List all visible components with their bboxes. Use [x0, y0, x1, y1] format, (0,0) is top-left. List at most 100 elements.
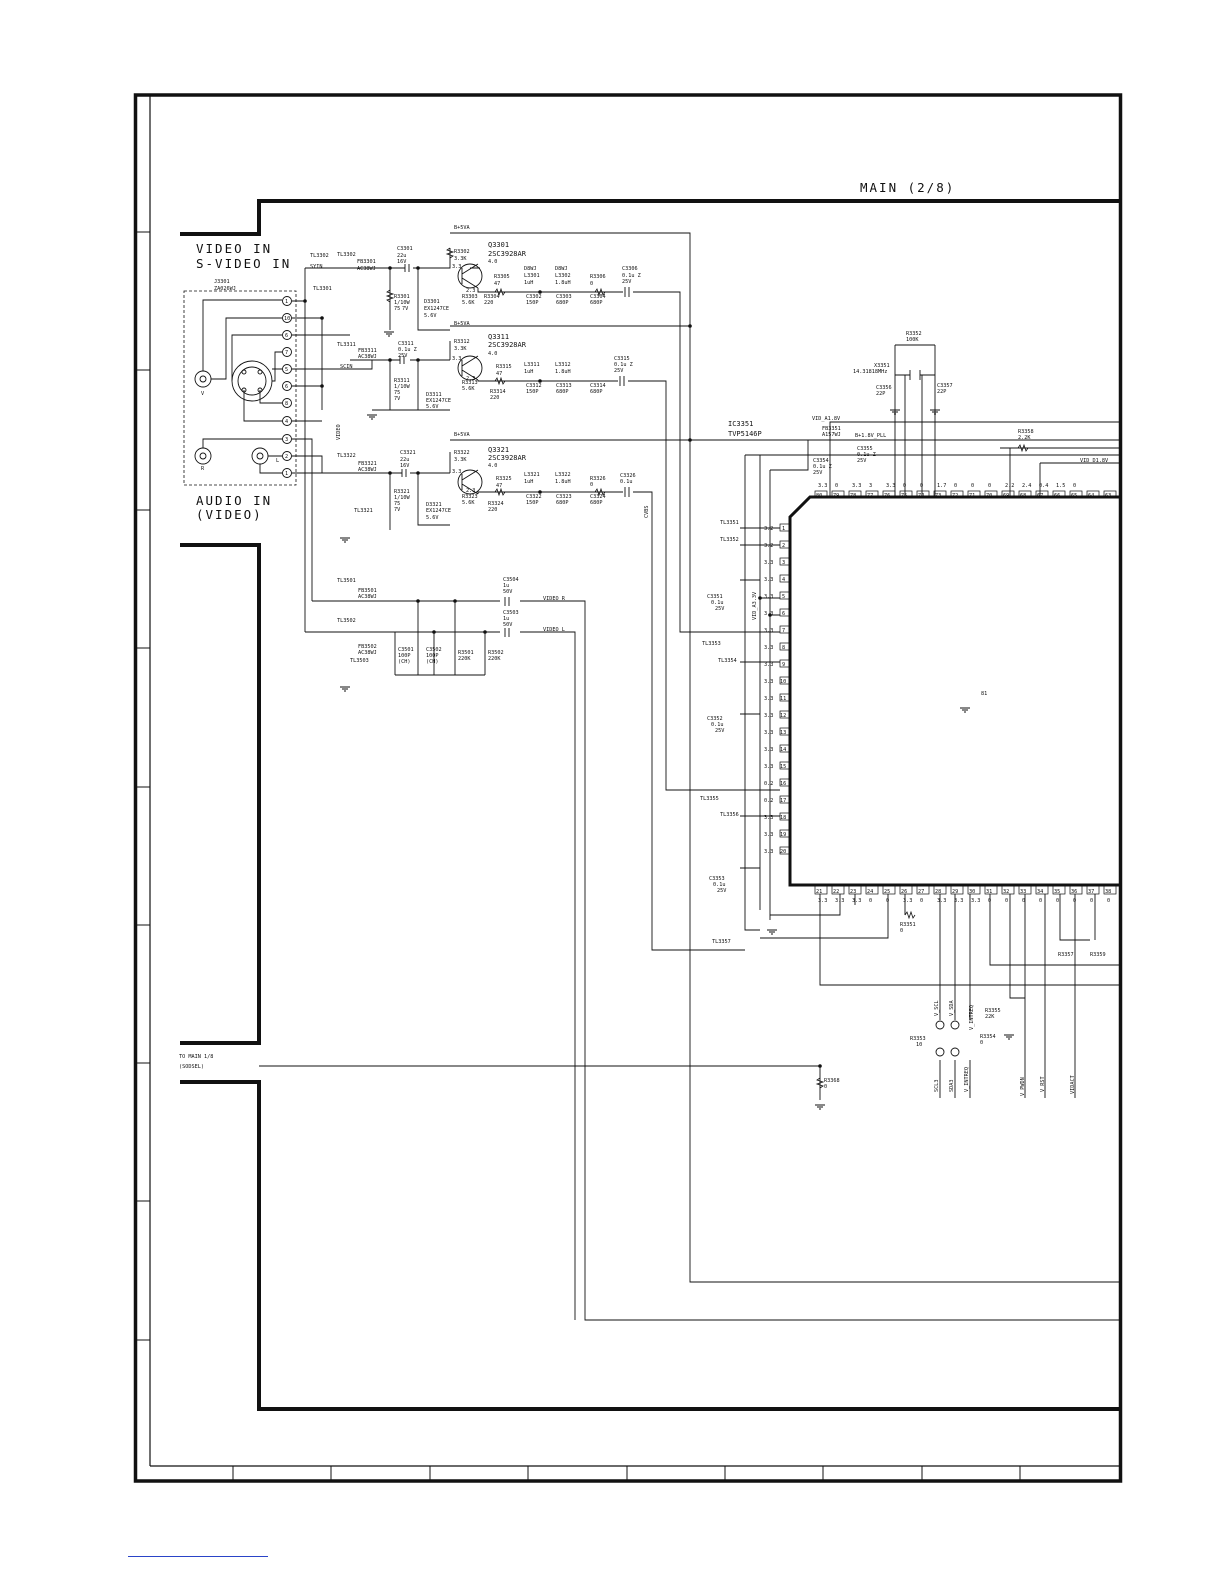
svg-text:150P: 150P [526, 389, 539, 395]
ic-volt-left: 3.3 [764, 628, 773, 634]
svg-text:0.1u Z: 0.1u Z [622, 273, 641, 279]
ic-pin-bottom: 26 [901, 889, 907, 895]
svg-text:C3503: C3503 [503, 610, 519, 616]
svg-text:4.0: 4.0 [488, 351, 497, 357]
svg-text:L3322: L3322 [555, 472, 571, 478]
svg-text:0.1u Z: 0.1u Z [398, 347, 417, 353]
svg-text:1/10W: 1/10W [394, 495, 410, 501]
svg-text:D3301: D3301 [424, 299, 440, 305]
svg-text:1/10W: 1/10W [394, 300, 410, 306]
ic-volt-bottom: 3.3 [835, 898, 844, 904]
ic-pin-top: 71 [969, 493, 975, 499]
main-board-outline [180, 199, 1120, 1411]
ic-pin-bottom: 21 [816, 889, 822, 895]
ic-pin-top: 68 [1020, 493, 1026, 499]
s-video-in-label: S-VIDEO IN [196, 256, 291, 271]
ic-pin-top: 74 [918, 493, 924, 499]
ic-left-pin-boxes [779, 523, 791, 855]
svg-text:0.1u: 0.1u [711, 722, 724, 728]
svg-text:14.31818MHz: 14.31818MHz [853, 369, 887, 375]
ic-volt-top: 0 [1073, 483, 1076, 489]
q3321-symbol [457, 469, 483, 495]
svg-text:1: 1 [285, 471, 288, 477]
svg-text:C3321: C3321 [400, 450, 416, 456]
ic-volt-top: 0 [988, 483, 991, 489]
svg-text:220: 220 [484, 300, 493, 306]
svg-text:R3502: R3502 [488, 650, 504, 656]
ic-pin-left: 8 [782, 645, 785, 651]
audio-part-labels: FB3501 AC38WJ FB3502 AC38WJ C3504 1u 50V… [358, 577, 519, 665]
svg-text:3.3K: 3.3K [454, 457, 467, 463]
svg-text:VID_D1.8V: VID_D1.8V [1080, 458, 1108, 464]
svg-text:R3368: R3368 [824, 1078, 840, 1084]
ic-volt-top: 0.4 [1039, 483, 1048, 489]
ic-volt-top: 3.3 [818, 483, 827, 489]
ic-volt-bottom: 0 [1039, 898, 1042, 904]
svg-text:680P: 680P [590, 389, 603, 395]
svg-text:SCIN: SCIN [340, 364, 353, 370]
svg-text:R3326: R3326 [590, 476, 606, 482]
svg-text:25V: 25V [614, 368, 623, 374]
page-title: MAIN (2/8) [860, 180, 955, 195]
jack-box [183, 290, 297, 486]
svg-text:7: 7 [285, 350, 288, 356]
svg-text:(CH): (CH) [398, 659, 411, 665]
svg-text:VIDEO: VIDEO [336, 424, 342, 440]
svg-text:C3304: C3304 [590, 294, 606, 300]
ic-volt-top: 0 [971, 483, 974, 489]
svg-text:C3314: C3314 [590, 383, 606, 389]
svg-text:25V: 25V [398, 353, 407, 359]
ic-volt-bottom: 0 [1107, 898, 1110, 904]
svg-text:TL3302: TL3302 [310, 253, 329, 259]
svg-text:R3351: R3351 [900, 922, 916, 928]
ic-pin-bottom: 32 [1003, 889, 1009, 895]
bottom-grid-ticks [232, 1466, 1021, 1481]
svg-text:8: 8 [285, 401, 288, 407]
ic-volt-left: 3.3 [764, 594, 773, 600]
svg-text:R3302: R3302 [454, 249, 470, 255]
svg-text:R3321: R3321 [394, 489, 410, 495]
svg-text:16V: 16V [397, 259, 406, 265]
ic-pin-top: 76 [884, 493, 890, 499]
svg-text:0.1u Z: 0.1u Z [857, 452, 876, 458]
svg-text:C3355: C3355 [857, 446, 873, 452]
svg-text:C3502: C3502 [426, 647, 442, 653]
svg-text:V_INTREQ: V_INTREQ [969, 1005, 975, 1030]
svg-text:L3311: L3311 [524, 362, 540, 368]
ic-pin-top: 79 [833, 493, 839, 499]
svg-text:3.3K: 3.3K [454, 346, 467, 352]
svg-text:0.1u: 0.1u [711, 600, 724, 606]
svg-text:V_PWDN: V_PWDN [1020, 1077, 1026, 1096]
ic-part: TVP5146P [728, 430, 762, 438]
ic-pin-bottom: 33 [1020, 889, 1026, 895]
svg-text:C3301: C3301 [397, 246, 413, 252]
ic-volt-left: 3.3 [764, 645, 773, 651]
ic-volt-top: 3.3 [886, 483, 895, 489]
svg-text:C3326: C3326 [620, 473, 636, 479]
ic-volt-left: 0.2 [764, 798, 773, 804]
svg-text:7V: 7V [394, 507, 400, 513]
test-point-labels: TL3302 TL3301 TL3311 TL3322 TL3321 TL350… [313, 252, 739, 945]
footer-link-underline[interactable] [128, 1556, 268, 1557]
ic-pin-bottom: 23 [850, 889, 856, 895]
svg-text:2.3: 2.3 [466, 488, 475, 494]
svg-text:47: 47 [494, 281, 500, 287]
svg-text:220K: 220K [458, 656, 471, 662]
svg-text:C3303: C3303 [556, 294, 572, 300]
svg-text:FB3311: FB3311 [358, 348, 377, 354]
ic-center-pin: 81 [981, 691, 987, 697]
svg-text:VIDEO_L: VIDEO_L [543, 627, 565, 633]
svg-text:C3322: C3322 [526, 494, 542, 500]
svg-text:FB3321: FB3321 [358, 461, 377, 467]
svg-text:1u: 1u [503, 583, 509, 589]
net-labels: SYIN SCIN VIDEO CVBS VIDEO_R VIDEO_L B+5… [310, 225, 1108, 1096]
row2-labels: FB3311 AC38WJ C3311 0.1u Z 25V R3312 3.3… [358, 339, 633, 410]
audio-l-jack [251, 447, 269, 465]
ic-volt-left: 3.3 [764, 832, 773, 838]
ic-volt-bottom: 0 [1022, 898, 1025, 904]
svg-text:C3353: C3353 [709, 876, 725, 882]
svg-text:R3354: R3354 [980, 1034, 996, 1040]
video-in-label: VIDEO IN [196, 241, 272, 256]
